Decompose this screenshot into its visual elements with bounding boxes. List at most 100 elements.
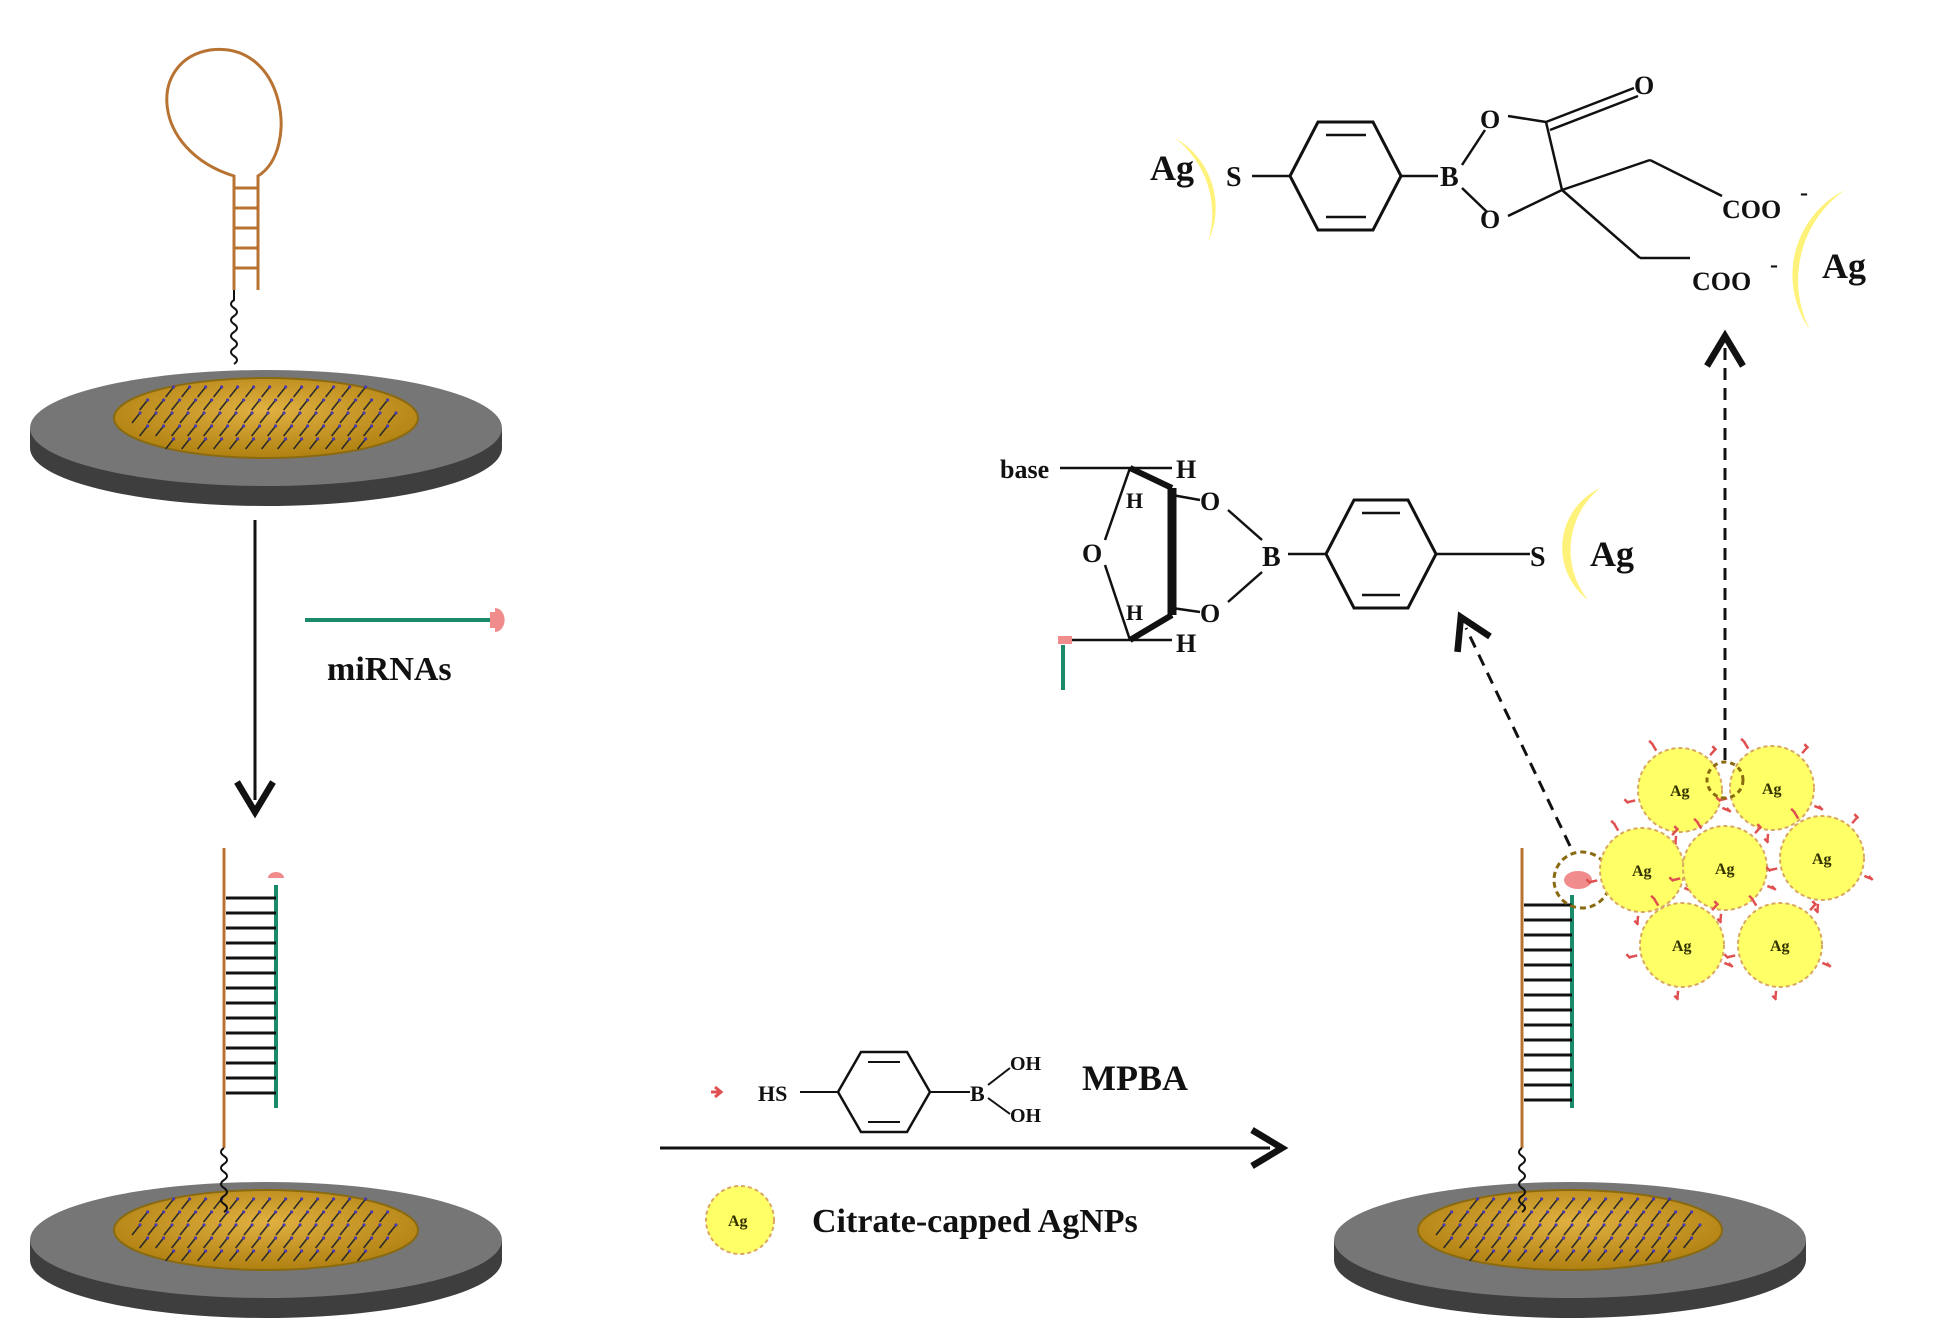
surface-strand <box>170 425 181 437</box>
surface-strand <box>276 386 287 398</box>
surface-strand <box>164 1198 175 1210</box>
surface-strand <box>1682 1211 1693 1223</box>
surface-strand <box>138 425 149 437</box>
surface-strand <box>1570 1237 1581 1249</box>
agnp-core <box>1737 902 1823 988</box>
surface-strand <box>179 1224 189 1236</box>
surface-strand <box>378 425 389 437</box>
surface-strand <box>362 1237 373 1249</box>
surface-strand <box>1490 1237 1501 1249</box>
duplex-probe-mirna <box>220 848 284 1213</box>
surface-strand-end <box>322 398 326 402</box>
surface-strand-end <box>1666 1223 1670 1227</box>
surface-strand-end <box>1610 1236 1614 1240</box>
surface-strand <box>1458 1237 1469 1249</box>
coo-top: COO <box>1722 195 1781 224</box>
surface-strand <box>307 1224 317 1236</box>
surface-strand-end <box>1658 1236 1662 1240</box>
surface-strand <box>314 399 325 411</box>
surface-strand-end <box>1538 1223 1542 1227</box>
surface-strand-end <box>1594 1210 1598 1214</box>
surface-strand-end <box>290 424 294 428</box>
surface-strand-end <box>1652 1197 1656 1201</box>
surface-strand-end <box>1642 1210 1646 1214</box>
surface-strand-end <box>170 1223 174 1227</box>
surface-strand <box>371 1224 381 1236</box>
citrate-agnps-label: Citrate-capped AgNPs <box>812 1203 1138 1240</box>
surface-strand <box>250 399 261 411</box>
surface-strand-end <box>258 1236 262 1240</box>
surface-strand-end <box>1570 1223 1574 1227</box>
agnp-label: Ag <box>1672 938 1692 955</box>
surface-strand-end <box>284 1197 288 1201</box>
mpba-ligand <box>1790 807 1800 820</box>
surface-strand <box>1435 1224 1445 1236</box>
surface-strand <box>154 1237 165 1249</box>
surface-strand-end <box>322 424 326 428</box>
surface-strand <box>308 1198 319 1210</box>
surface-strand <box>250 1211 261 1223</box>
surface-strand <box>362 425 373 437</box>
surface-strand <box>228 1198 239 1210</box>
surface-strand-end <box>316 1249 320 1253</box>
surface-strand <box>298 1211 309 1223</box>
surface-strand <box>212 1250 223 1262</box>
surface-strand <box>339 1224 349 1236</box>
agnp-core <box>1639 902 1725 988</box>
surface-strand-end <box>346 411 350 415</box>
surface-strand-end <box>282 1223 286 1227</box>
surface-strand-end <box>1492 1249 1496 1253</box>
surface-strand <box>234 399 245 411</box>
surface-strand <box>202 399 213 411</box>
surface-strand <box>1522 1211 1533 1223</box>
mirna-legend <box>305 608 505 632</box>
surface-strand <box>1548 1198 1559 1210</box>
surface-strand-end <box>204 385 208 389</box>
surface-strand <box>1659 1224 1669 1236</box>
surface-strand-end <box>1482 1236 1486 1240</box>
surface-strand-end <box>194 1210 198 1214</box>
surface-strand-end <box>1602 1223 1606 1227</box>
surface-strand-end <box>146 1210 150 1214</box>
o-upper: O <box>1200 487 1220 516</box>
surface-strand <box>340 1250 351 1262</box>
surface-strand-end <box>202 411 206 415</box>
surface-strand-end <box>1508 1249 1512 1253</box>
surface-strand <box>1586 1211 1597 1223</box>
surface-strand-end <box>242 424 246 428</box>
surface-strand <box>1618 1211 1629 1223</box>
surface-strand <box>1522 1237 1533 1249</box>
surface-strand-end <box>1604 1197 1608 1201</box>
surface-strand <box>218 1237 229 1249</box>
mpba-ligand <box>1723 953 1736 960</box>
surface-strand-end <box>188 437 192 441</box>
surface-strand <box>138 399 149 411</box>
agnp-particle: Ag <box>1723 894 1832 1001</box>
surface-strand-end <box>138 1223 142 1227</box>
surface-strand <box>147 412 157 424</box>
surface-strand <box>330 1211 341 1223</box>
mpba-ligand <box>1711 900 1720 912</box>
surface-strand <box>250 425 261 437</box>
surface-strand-end <box>370 424 374 428</box>
surface-strand-end <box>1698 1223 1702 1227</box>
surface-strand-end <box>354 1210 358 1214</box>
surface-strand-end <box>1556 1197 1560 1201</box>
surface-strand-end <box>1492 1197 1496 1201</box>
surface-strand <box>218 1211 229 1223</box>
surface-strand-end <box>1626 1210 1630 1214</box>
surface-strand-end <box>1556 1249 1560 1253</box>
surface-strand <box>1547 1224 1557 1236</box>
surface-strand-end <box>364 385 368 389</box>
surface-strand-end <box>258 424 262 428</box>
surface-strand <box>1490 1211 1501 1223</box>
mpba-ligand <box>1766 884 1777 891</box>
surface-strand <box>1612 1250 1623 1262</box>
surface-strand <box>324 438 335 450</box>
surface-strand <box>211 1224 221 1236</box>
surface-strand <box>1596 1198 1607 1210</box>
surface-strand-end <box>226 424 230 428</box>
surface-strand <box>244 1250 255 1262</box>
surface-strand <box>314 1237 325 1249</box>
ag-top-left: Ag <box>1150 148 1194 188</box>
